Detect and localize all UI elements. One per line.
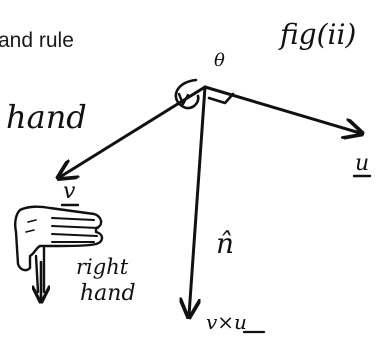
vector-v-label: v xyxy=(63,179,76,204)
right-hand-label-line2: hand xyxy=(80,281,136,306)
cross-product-label: v×u xyxy=(206,310,247,334)
figure-label: fig(ii) xyxy=(278,18,356,51)
caption-text: and rule xyxy=(0,29,74,52)
angle-arc xyxy=(174,78,200,110)
vector-u-arrow xyxy=(203,85,360,133)
vector-v-arrow xyxy=(60,85,207,177)
right-angle-mark xyxy=(207,92,235,105)
hand-label-top: hand xyxy=(6,98,87,136)
right-hand-label-line1: right xyxy=(76,255,129,279)
normal-n-arrow xyxy=(189,85,207,315)
normal-n-label: n̂ xyxy=(216,227,234,260)
right-hand-sketch xyxy=(14,205,104,300)
vector-u-label: u xyxy=(355,151,369,176)
angle-label: θ xyxy=(214,50,225,71)
